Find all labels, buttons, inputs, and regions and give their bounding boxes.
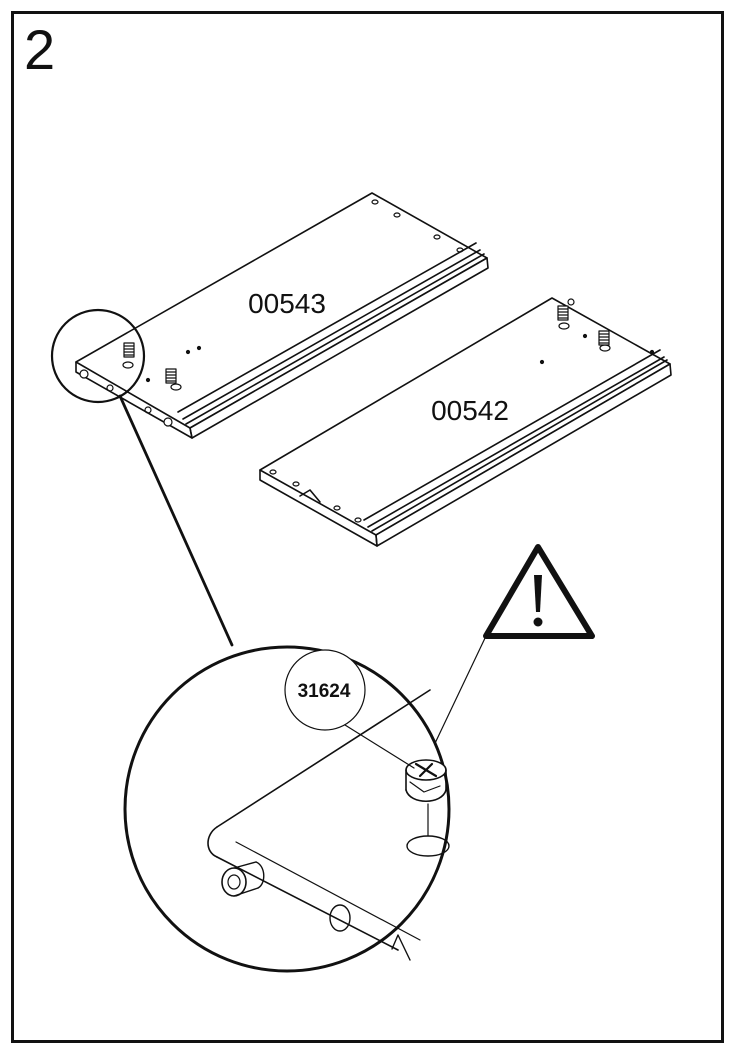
- panel-00542: [259, 297, 672, 547]
- detail-marker-circle: [50, 308, 146, 404]
- part-label-00543: 00543: [248, 288, 326, 319]
- warning-triangle-icon: [483, 544, 595, 639]
- panel-00543: [75, 192, 489, 439]
- part-callout-circle: [284, 649, 366, 731]
- part-label-00542: 00542: [431, 395, 509, 426]
- instruction-frame: [11, 11, 724, 1043]
- detail-leader-line: [118, 394, 234, 647]
- cam-lock-fitting: [405, 759, 447, 803]
- step-number: 2: [24, 18, 56, 81]
- cam-fitting-small: [123, 342, 177, 384]
- detail-zoom-view: [123, 645, 451, 973]
- part-label-31624: 31624: [298, 681, 351, 702]
